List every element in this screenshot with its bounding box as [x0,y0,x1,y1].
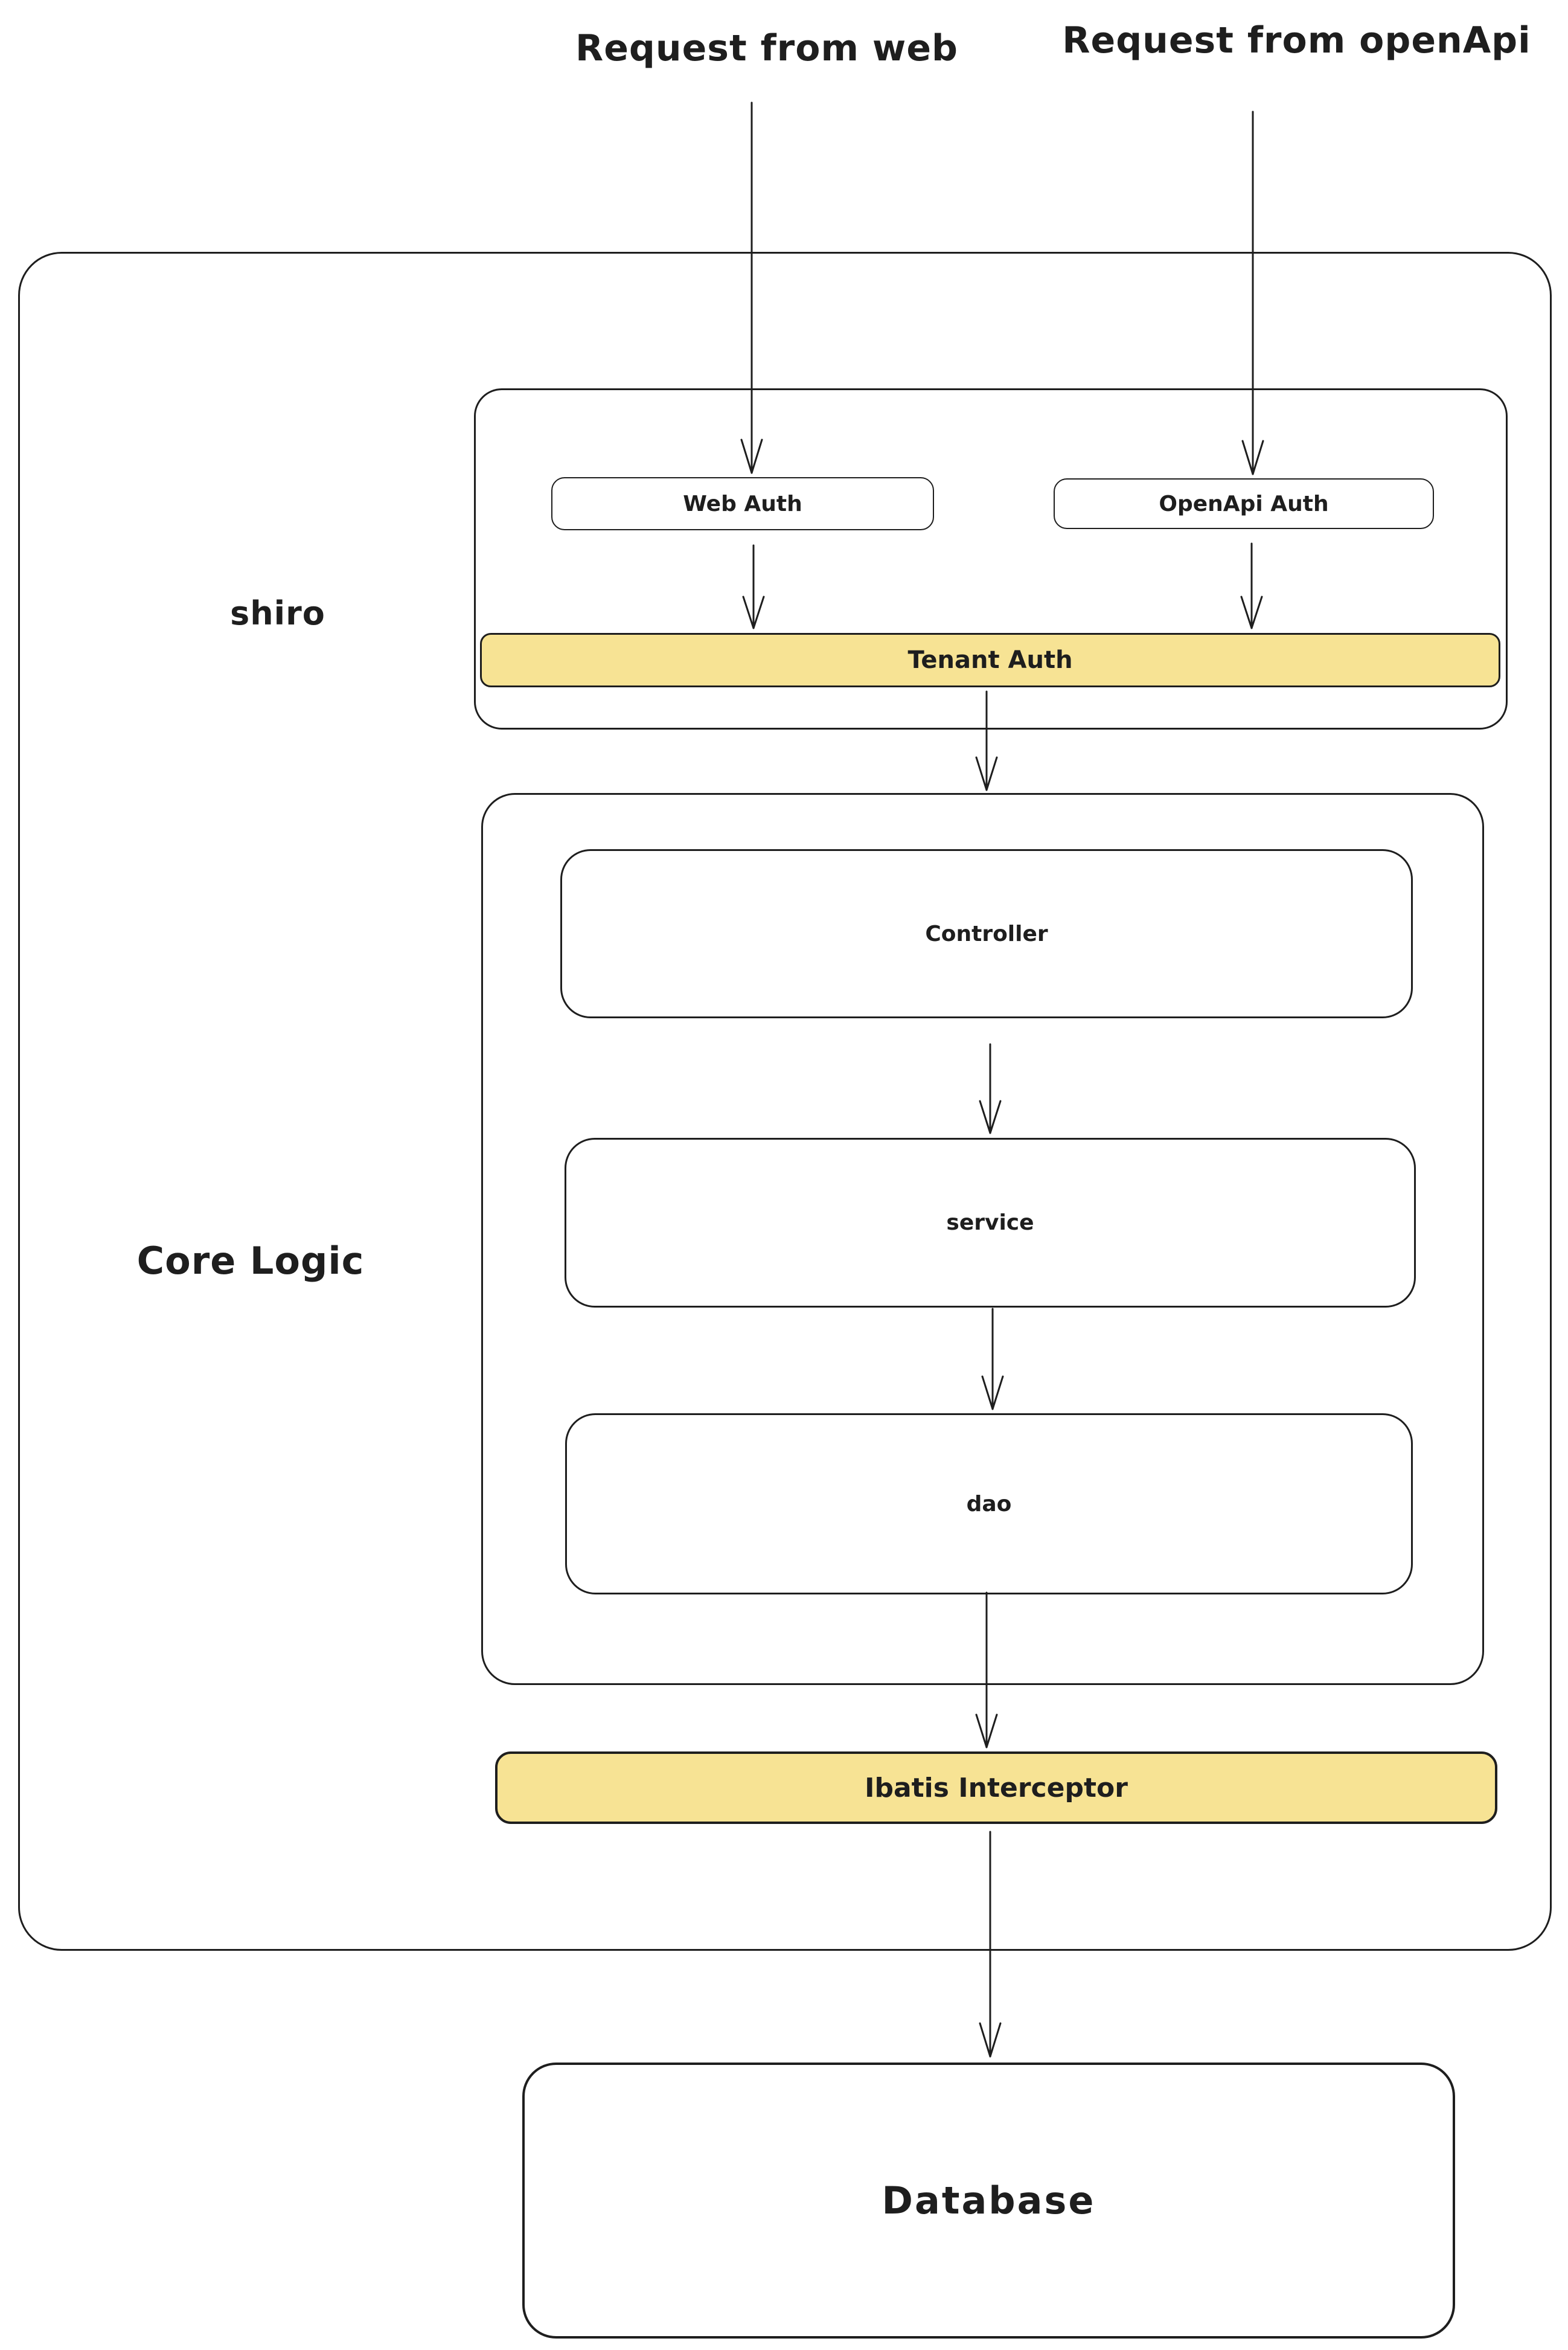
controller-node: Controller [560,849,1413,1018]
core-logic-group-label: Core Logic [136,1239,365,1283]
web-auth-node: Web Auth [551,477,934,530]
openapi-auth-node: OpenApi Auth [1054,478,1434,529]
shiro-group-label: shiro [230,594,325,632]
dao-node: dao [565,1413,1413,1594]
service-label: service [946,1210,1034,1235]
core-logic-group-box [481,793,1484,1685]
service-node: service [565,1138,1416,1308]
shiro-group-box [474,388,1508,730]
web-auth-label: Web Auth [683,491,802,516]
ibatis-interceptor-label: Ibatis Interceptor [865,1772,1128,1803]
database-label: Database [882,2178,1096,2223]
request-from-web-label: Request from web [575,27,958,69]
system-container-box [18,252,1552,1951]
tenant-auth-bar: Tenant Auth [480,633,1500,687]
request-from-openapi-label: Request from openApi [1062,19,1531,62]
controller-label: Controller [925,921,1048,946]
database-node: Database [522,2063,1455,2339]
openapi-auth-label: OpenApi Auth [1159,491,1329,516]
dao-label: dao [966,1491,1012,1517]
tenant-auth-label: Tenant Auth [907,646,1073,674]
ibatis-interceptor-bar: Ibatis Interceptor [495,1751,1497,1824]
